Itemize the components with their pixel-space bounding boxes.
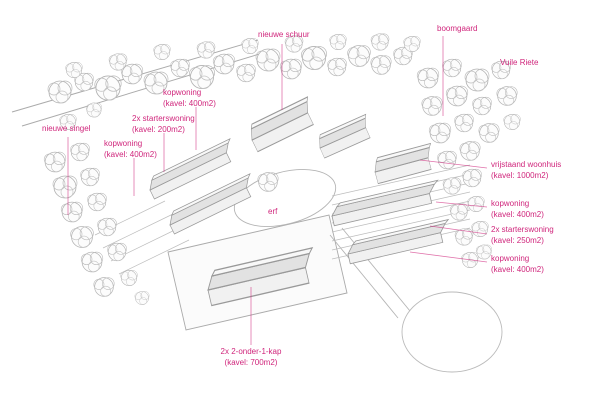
annotation-nieuwe-singel: nieuwe singel <box>42 124 90 135</box>
annotation-erf: erf <box>268 207 277 218</box>
annotation-label: erf <box>268 207 278 216</box>
annotation-label: 2x starterswoning <box>132 114 195 123</box>
annotation-detail: (kavel: 400m2) <box>491 209 544 219</box>
annotation-boomgaard: boomgaard <box>437 24 477 35</box>
annotation-label: kopwoning <box>104 139 143 148</box>
annotation-kopwoning-left-top: kopwoning (kavel: 400m2) <box>163 88 216 110</box>
annotation-detail: (kavel: 400m2) <box>163 98 216 108</box>
annotation-vuile-riete: Vuile Riete <box>500 58 538 69</box>
annotation-kopwoning-right-top: kopwoning (kavel: 400m2) <box>491 199 544 221</box>
annotation-label: vrijstaand woonhuis <box>491 160 562 169</box>
courtyard-erf <box>233 169 411 319</box>
sketch-circle <box>401 291 503 373</box>
annotation-label: nieuwe schuur <box>258 30 310 39</box>
annotation-label: 2x 2-onder-1-kap <box>220 347 282 356</box>
annotation-label: boomgaard <box>437 24 478 33</box>
annotation-label: kopwoning <box>163 88 202 97</box>
annotation-label: 2x starterswoning <box>491 225 554 234</box>
annotation-detail: (kavel: 250m2) <box>491 235 544 245</box>
leader-lines <box>67 36 488 345</box>
annotation-label: nieuwe singel <box>42 124 91 133</box>
annotation-detail: (kavel: 1000m2) <box>491 170 549 180</box>
annotation-vrijstaand-woonhuis: vrijstaand woonhuis (kavel: 1000m2) <box>491 160 561 182</box>
annotation-nieuwe-schuur: nieuwe schuur <box>258 30 310 41</box>
annotation-detail: (kavel: 400m2) <box>491 264 544 274</box>
annotation-label: kopwoning <box>491 199 530 208</box>
annotation-detail: (kavel: 400m2) <box>104 149 157 159</box>
annotation-starterswoning-right: 2x starterswoning (kavel: 250m2) <box>491 225 554 247</box>
annotation-starterswoning-left: 2x starterswoning (kavel: 200m2) <box>132 114 195 136</box>
annotation-label: kopwoning <box>491 254 530 263</box>
annotation-detail: (kavel: 200m2) <box>132 124 185 134</box>
annotation-kopwoning-left-bottom: kopwoning (kavel: 400m2) <box>104 139 157 161</box>
annotation-detail: (kavel: 700m2) <box>224 357 278 367</box>
annotation-2-onder-1-kap: 2x 2-onder-1-kap (kavel: 700m2) <box>196 347 306 369</box>
annotation-label: Vuile Riete <box>500 58 539 67</box>
annotation-kopwoning-right-bottom: kopwoning (kavel: 400m2) <box>491 254 544 276</box>
